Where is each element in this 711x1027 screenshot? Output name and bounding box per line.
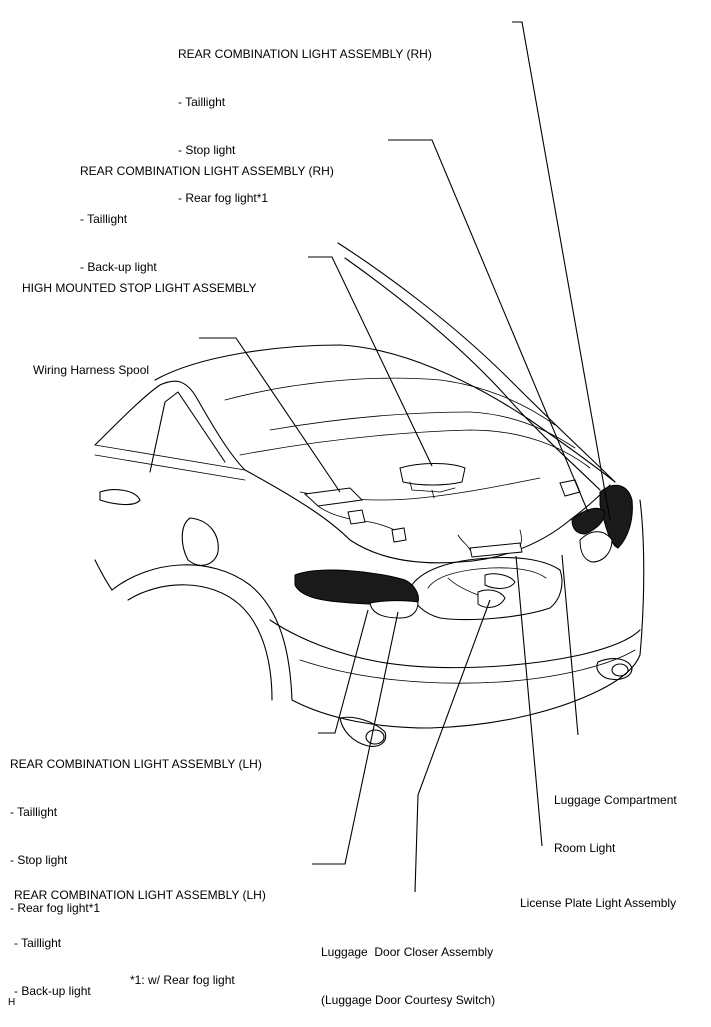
label-door-closer-line1: Luggage Door Closer Assembly xyxy=(321,945,494,959)
label-lh-lower-item: - Taillight xyxy=(14,936,62,950)
label-rh-upper: REAR COMBINATION LIGHT ASSEMBLY (RH) - T… xyxy=(178,14,432,222)
label-lh-upper-title: REAR COMBINATION LIGHT ASSEMBLY (LH) xyxy=(10,757,262,771)
label-rh-upper-item: - Taillight xyxy=(178,95,226,109)
luggage-door-closer xyxy=(447,573,516,608)
label-wiring-spool-title: Wiring Harness Spool xyxy=(33,363,150,377)
label-rh-lower-title: REAR COMBINATION LIGHT ASSEMBLY (RH) xyxy=(80,164,334,178)
label-room-light: Luggage Compartment Room Light xyxy=(554,760,677,872)
label-room-light-line2: Room Light xyxy=(554,841,616,855)
label-lh-upper-item: - Rear fog light*1 xyxy=(10,901,101,915)
label-lh-upper-item: - Taillight xyxy=(10,805,58,819)
label-lh-lower-title: REAR COMBINATION LIGHT ASSEMBLY (LH) xyxy=(14,888,266,902)
label-high-mount-stop-title: HIGH MOUNTED STOP LIGHT ASSEMBLY xyxy=(22,281,257,295)
label-license-light-title: License Plate Light Assembly xyxy=(520,896,677,910)
car-body xyxy=(94,242,645,747)
label-high-mount-stop: HIGH MOUNTED STOP LIGHT ASSEMBLY xyxy=(22,248,257,312)
label-door-closer: Luggage Door Closer Assembly (Luggage Do… xyxy=(321,912,495,1024)
lamp-lh-outer xyxy=(294,569,419,619)
wiring-harness-spool xyxy=(303,487,407,543)
lamp-rh-inner xyxy=(571,507,606,535)
corner-mark: H xyxy=(8,963,15,1027)
label-rh-upper-title: REAR COMBINATION LIGHT ASSEMBLY (RH) xyxy=(178,47,432,61)
label-lh-upper-item: - Stop light xyxy=(10,853,68,867)
label-rh-lower: REAR COMBINATION LIGHT ASSEMBLY (RH) - T… xyxy=(80,131,334,291)
footnote: *1: w/ Rear fog light xyxy=(130,940,235,1004)
label-wiring-spool: Wiring Harness Spool xyxy=(33,330,149,394)
lamp-rh-outer xyxy=(579,484,633,563)
vehicle-rear-illustration xyxy=(94,21,645,893)
corner-mark-text: H xyxy=(8,997,16,1008)
label-lh-upper: REAR COMBINATION LIGHT ASSEMBLY (LH) - T… xyxy=(10,724,262,932)
label-room-light-line1: Luggage Compartment xyxy=(554,793,677,807)
license-plate-light xyxy=(457,529,523,558)
label-rh-lower-item: - Back-up light xyxy=(80,260,157,274)
label-license-light: License Plate Light Assembly xyxy=(520,863,676,927)
high-mount-stop-light xyxy=(399,463,466,499)
label-rh-lower-item: - Taillight xyxy=(80,212,128,226)
label-door-closer-line2: (Luggage Door Courtesy Switch) xyxy=(321,993,496,1007)
leader-lines xyxy=(199,21,611,893)
room-light xyxy=(559,479,581,497)
label-rh-upper-item: - Stop light xyxy=(178,143,236,157)
footnote-text: *1: w/ Rear fog light xyxy=(130,973,235,987)
label-rh-upper-item: - Rear fog light*1 xyxy=(178,191,269,205)
